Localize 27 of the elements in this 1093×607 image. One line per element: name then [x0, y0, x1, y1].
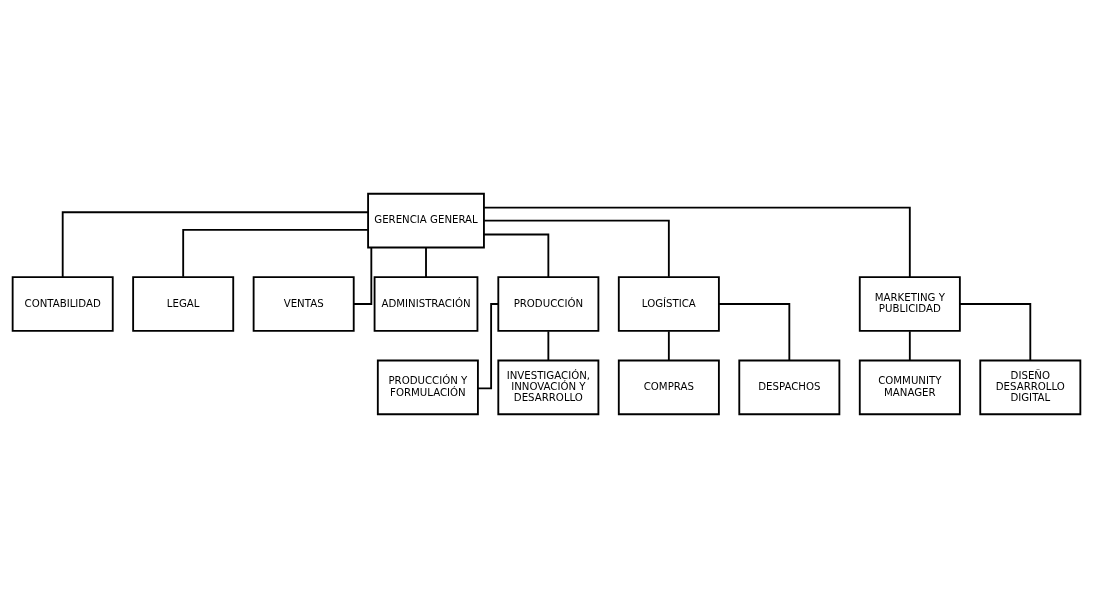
connector — [667, 329, 670, 361]
node-box: MARKETING Y PUBLICIDAD — [858, 275, 961, 332]
connector — [477, 302, 500, 389]
node-box: COMMUNITY MANAGER — [858, 359, 961, 415]
node-box: DESPACHOS — [738, 359, 841, 415]
connector — [425, 246, 427, 278]
node-box: PRODUCCIÓN Y FORMULACIÓN — [376, 359, 479, 415]
connector — [483, 219, 670, 278]
node-box: LOGÍSTICA — [617, 275, 720, 332]
connector — [547, 329, 550, 361]
connector — [483, 233, 550, 278]
node-box: VENTAS — [252, 275, 355, 332]
node-box: ADMINISTRACIÓN — [373, 275, 479, 332]
node-box: PRODUCCIÓN — [497, 275, 600, 332]
connector — [958, 302, 1032, 361]
connector — [61, 210, 369, 278]
connector — [483, 206, 911, 278]
node-box: DISEÑO DESARROLLO DIGITAL — [979, 359, 1082, 415]
connector — [182, 228, 369, 278]
node-box: GERENCIA GENERAL — [367, 192, 485, 248]
connector — [352, 246, 373, 305]
connector — [717, 302, 791, 361]
connector — [908, 329, 911, 361]
node-box: LEGAL — [132, 275, 235, 332]
node-box: CONTABILIDAD — [11, 275, 114, 332]
node-box: INVESTIGACIÓN, INNOVACIÓN Y DESARROLLO — [497, 359, 600, 415]
node-box: COMPRAS — [617, 359, 720, 415]
